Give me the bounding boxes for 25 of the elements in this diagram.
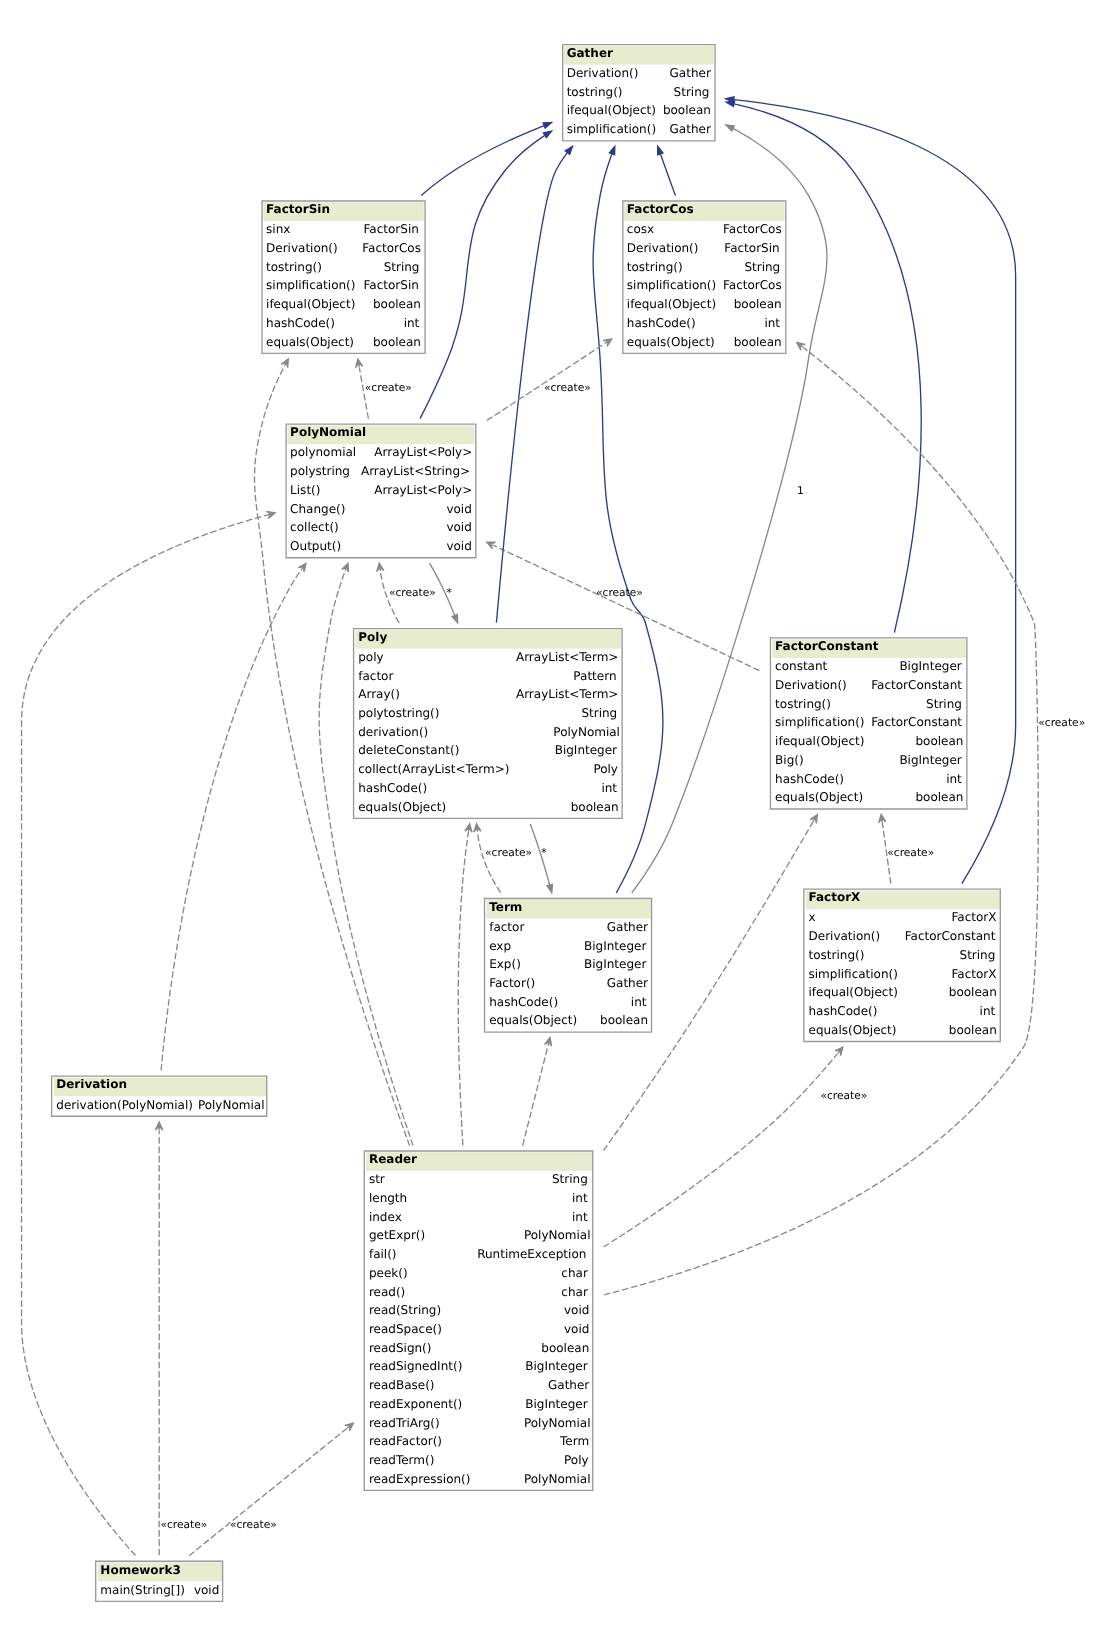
arrow (486, 338, 613, 422)
arrow (631, 123, 828, 894)
arrow (160, 562, 307, 1072)
arrow (878, 813, 892, 885)
arrow (473, 823, 502, 894)
arrow (154, 1121, 164, 1556)
arrow (318, 562, 414, 1147)
arrow (420, 121, 554, 197)
arrow (521, 1036, 553, 1147)
arrow (602, 813, 819, 1152)
arrow (428, 562, 459, 625)
arrow (602, 1046, 844, 1248)
arrow (457, 823, 473, 1147)
arrow (355, 358, 370, 420)
arrow (495, 144, 574, 624)
arrow (603, 341, 1039, 1296)
arrow (188, 1422, 355, 1557)
arrow (253, 358, 411, 1147)
arrow (486, 541, 760, 672)
arrow (20, 510, 276, 1557)
arrow (376, 562, 400, 624)
arrow (529, 823, 554, 895)
arrow (592, 144, 664, 894)
arrow (419, 129, 554, 420)
arrow (656, 144, 677, 197)
